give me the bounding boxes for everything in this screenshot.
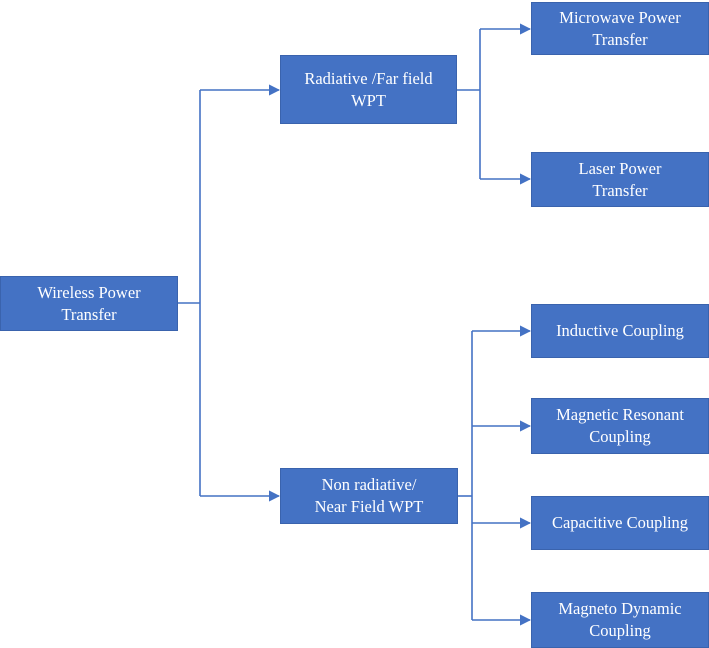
node-non-radiative-near-field-wpt: Non radiative/ Near Field WPT [280,468,458,524]
node-laser-power-transfer: Laser Power Transfer [531,152,709,207]
node-radiative-far-field-wpt: Radiative /Far field WPT [280,55,457,124]
node-capacitive-coupling: Capacitive Coupling [531,496,709,550]
node-magnetic-resonant-coupling: Magnetic Resonant Coupling [531,398,709,454]
node-wireless-power-transfer: Wireless Power Transfer [0,276,178,331]
node-magneto-dynamic-coupling: Magneto Dynamic Coupling [531,592,709,648]
node-inductive-coupling: Inductive Coupling [531,304,709,358]
node-microwave-power-transfer: Microwave Power Transfer [531,2,709,55]
